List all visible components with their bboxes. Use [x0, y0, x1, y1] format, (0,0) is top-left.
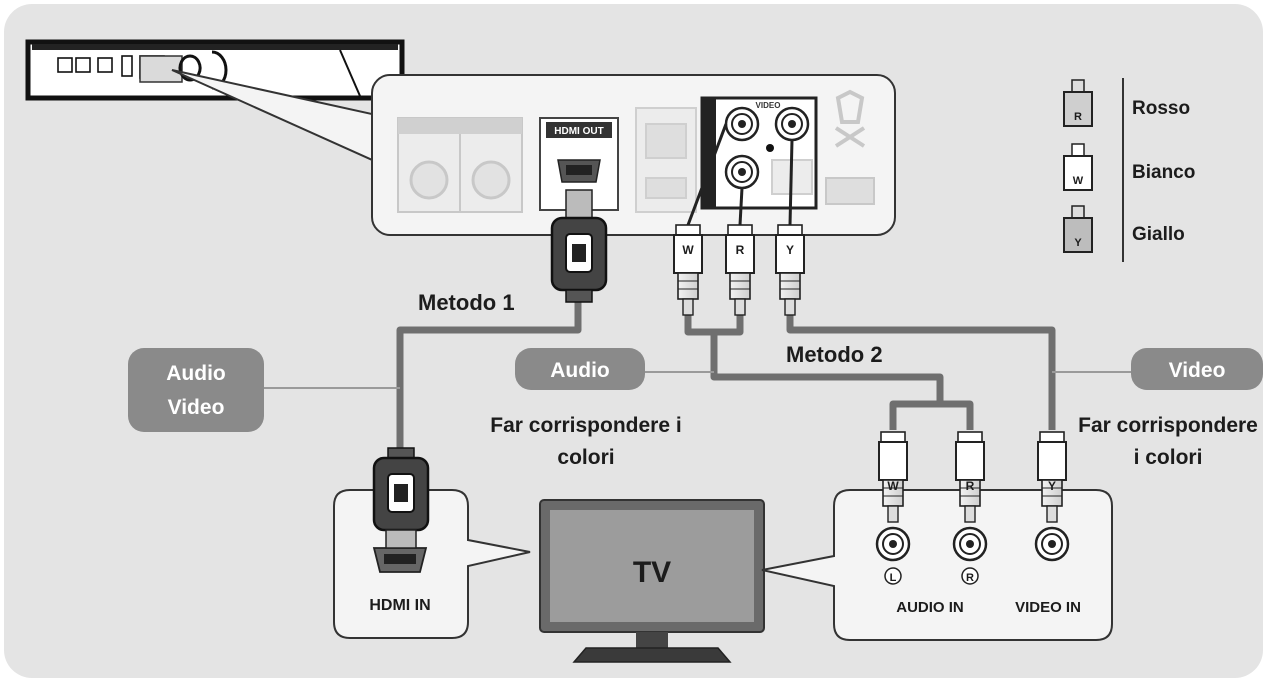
rca-plugs-tv: W R Y	[878, 431, 1067, 523]
tag-audio-label: Audio	[550, 359, 609, 382]
rca-plugs-player: W R Y	[673, 123, 805, 316]
plug-red-bottom-letter: R	[966, 479, 975, 493]
tv-screen	[550, 510, 754, 622]
legend-label-yellow: Giallo	[1132, 224, 1185, 245]
leader-lines	[264, 371, 1132, 389]
legend-label-white: Bianco	[1132, 162, 1195, 183]
legend-letter-red: R	[1074, 111, 1082, 123]
tag-audio-video-line2: Video	[168, 396, 225, 419]
tag-audio-video: Audio Video	[128, 348, 264, 432]
legend-item-white: W Bianco	[1063, 143, 1195, 191]
av-out-jack-left	[724, 106, 760, 142]
player-back-panel: HDMI OUT VIDEO	[371, 74, 896, 236]
legend-letter-yellow: Y	[1074, 237, 1082, 249]
match-colors-audio-line1: Far corrispondere i	[490, 414, 681, 437]
method-2-label: Metodo 2	[786, 342, 883, 367]
video-cable	[786, 310, 1056, 430]
plug-red-top-letter: R	[736, 243, 745, 257]
tv-set: TV	[539, 499, 765, 663]
plug-yellow-top-letter: Y	[786, 243, 794, 257]
tv-jack-right-label: R	[966, 572, 974, 584]
av-out-jack-right	[724, 154, 760, 190]
hdmi-in-label: HDMI IN	[369, 597, 430, 614]
hdmi-plug-bottom	[372, 447, 430, 549]
player-device	[25, 39, 405, 101]
match-colors-video-line1: Far corrispondere	[1078, 414, 1258, 437]
audio-cable-main	[710, 332, 944, 404]
tv-audio-in-left-jack	[875, 526, 911, 562]
plug-white-bottom-letter: W	[887, 479, 899, 493]
match-colors-video-line2: i colori	[1134, 446, 1203, 469]
legend-item-yellow: Y Giallo	[1063, 205, 1185, 253]
legend-letter-white: W	[1073, 175, 1084, 187]
hdmi-cable	[396, 300, 582, 452]
plug-white-top-letter: W	[682, 243, 694, 257]
tag-audio-video-line1: Audio	[166, 362, 225, 385]
player-zoom-spot	[139, 55, 183, 83]
tv-jack-left-label: L	[890, 572, 897, 584]
tag-audio: Audio	[515, 348, 645, 390]
hdmi-out-label: HDMI OUT	[554, 126, 603, 137]
tv-screen-label: TV	[633, 556, 671, 589]
color-legend: R Rosso W Bianco Y Giallo	[1063, 78, 1195, 262]
legend-label-red: Rosso	[1132, 98, 1190, 119]
audio-cable-split	[889, 400, 974, 430]
cables	[396, 300, 1056, 452]
match-colors-audio-line2: colori	[557, 446, 614, 469]
legend-item-red: R Rosso	[1063, 79, 1190, 127]
av-out-jack-video	[774, 106, 810, 142]
hdmi-plug-top	[550, 189, 608, 303]
tv-video-in-jack	[1034, 526, 1070, 562]
tv-av-input-callout: L R AUDIO IN VIDEO IN	[761, 489, 1113, 641]
tv-video-in-label: VIDEO IN	[1015, 599, 1081, 616]
tv-audio-in-label: AUDIO IN	[896, 599, 964, 616]
tag-video-label: Video	[1169, 359, 1226, 382]
tag-video: Video	[1131, 348, 1263, 390]
tv-audio-in-right-jack	[952, 526, 988, 562]
av-out-video-label: VIDEO	[756, 101, 781, 110]
method-1-label: Metodo 1	[418, 290, 515, 315]
plug-yellow-bottom-letter: Y	[1048, 479, 1056, 493]
